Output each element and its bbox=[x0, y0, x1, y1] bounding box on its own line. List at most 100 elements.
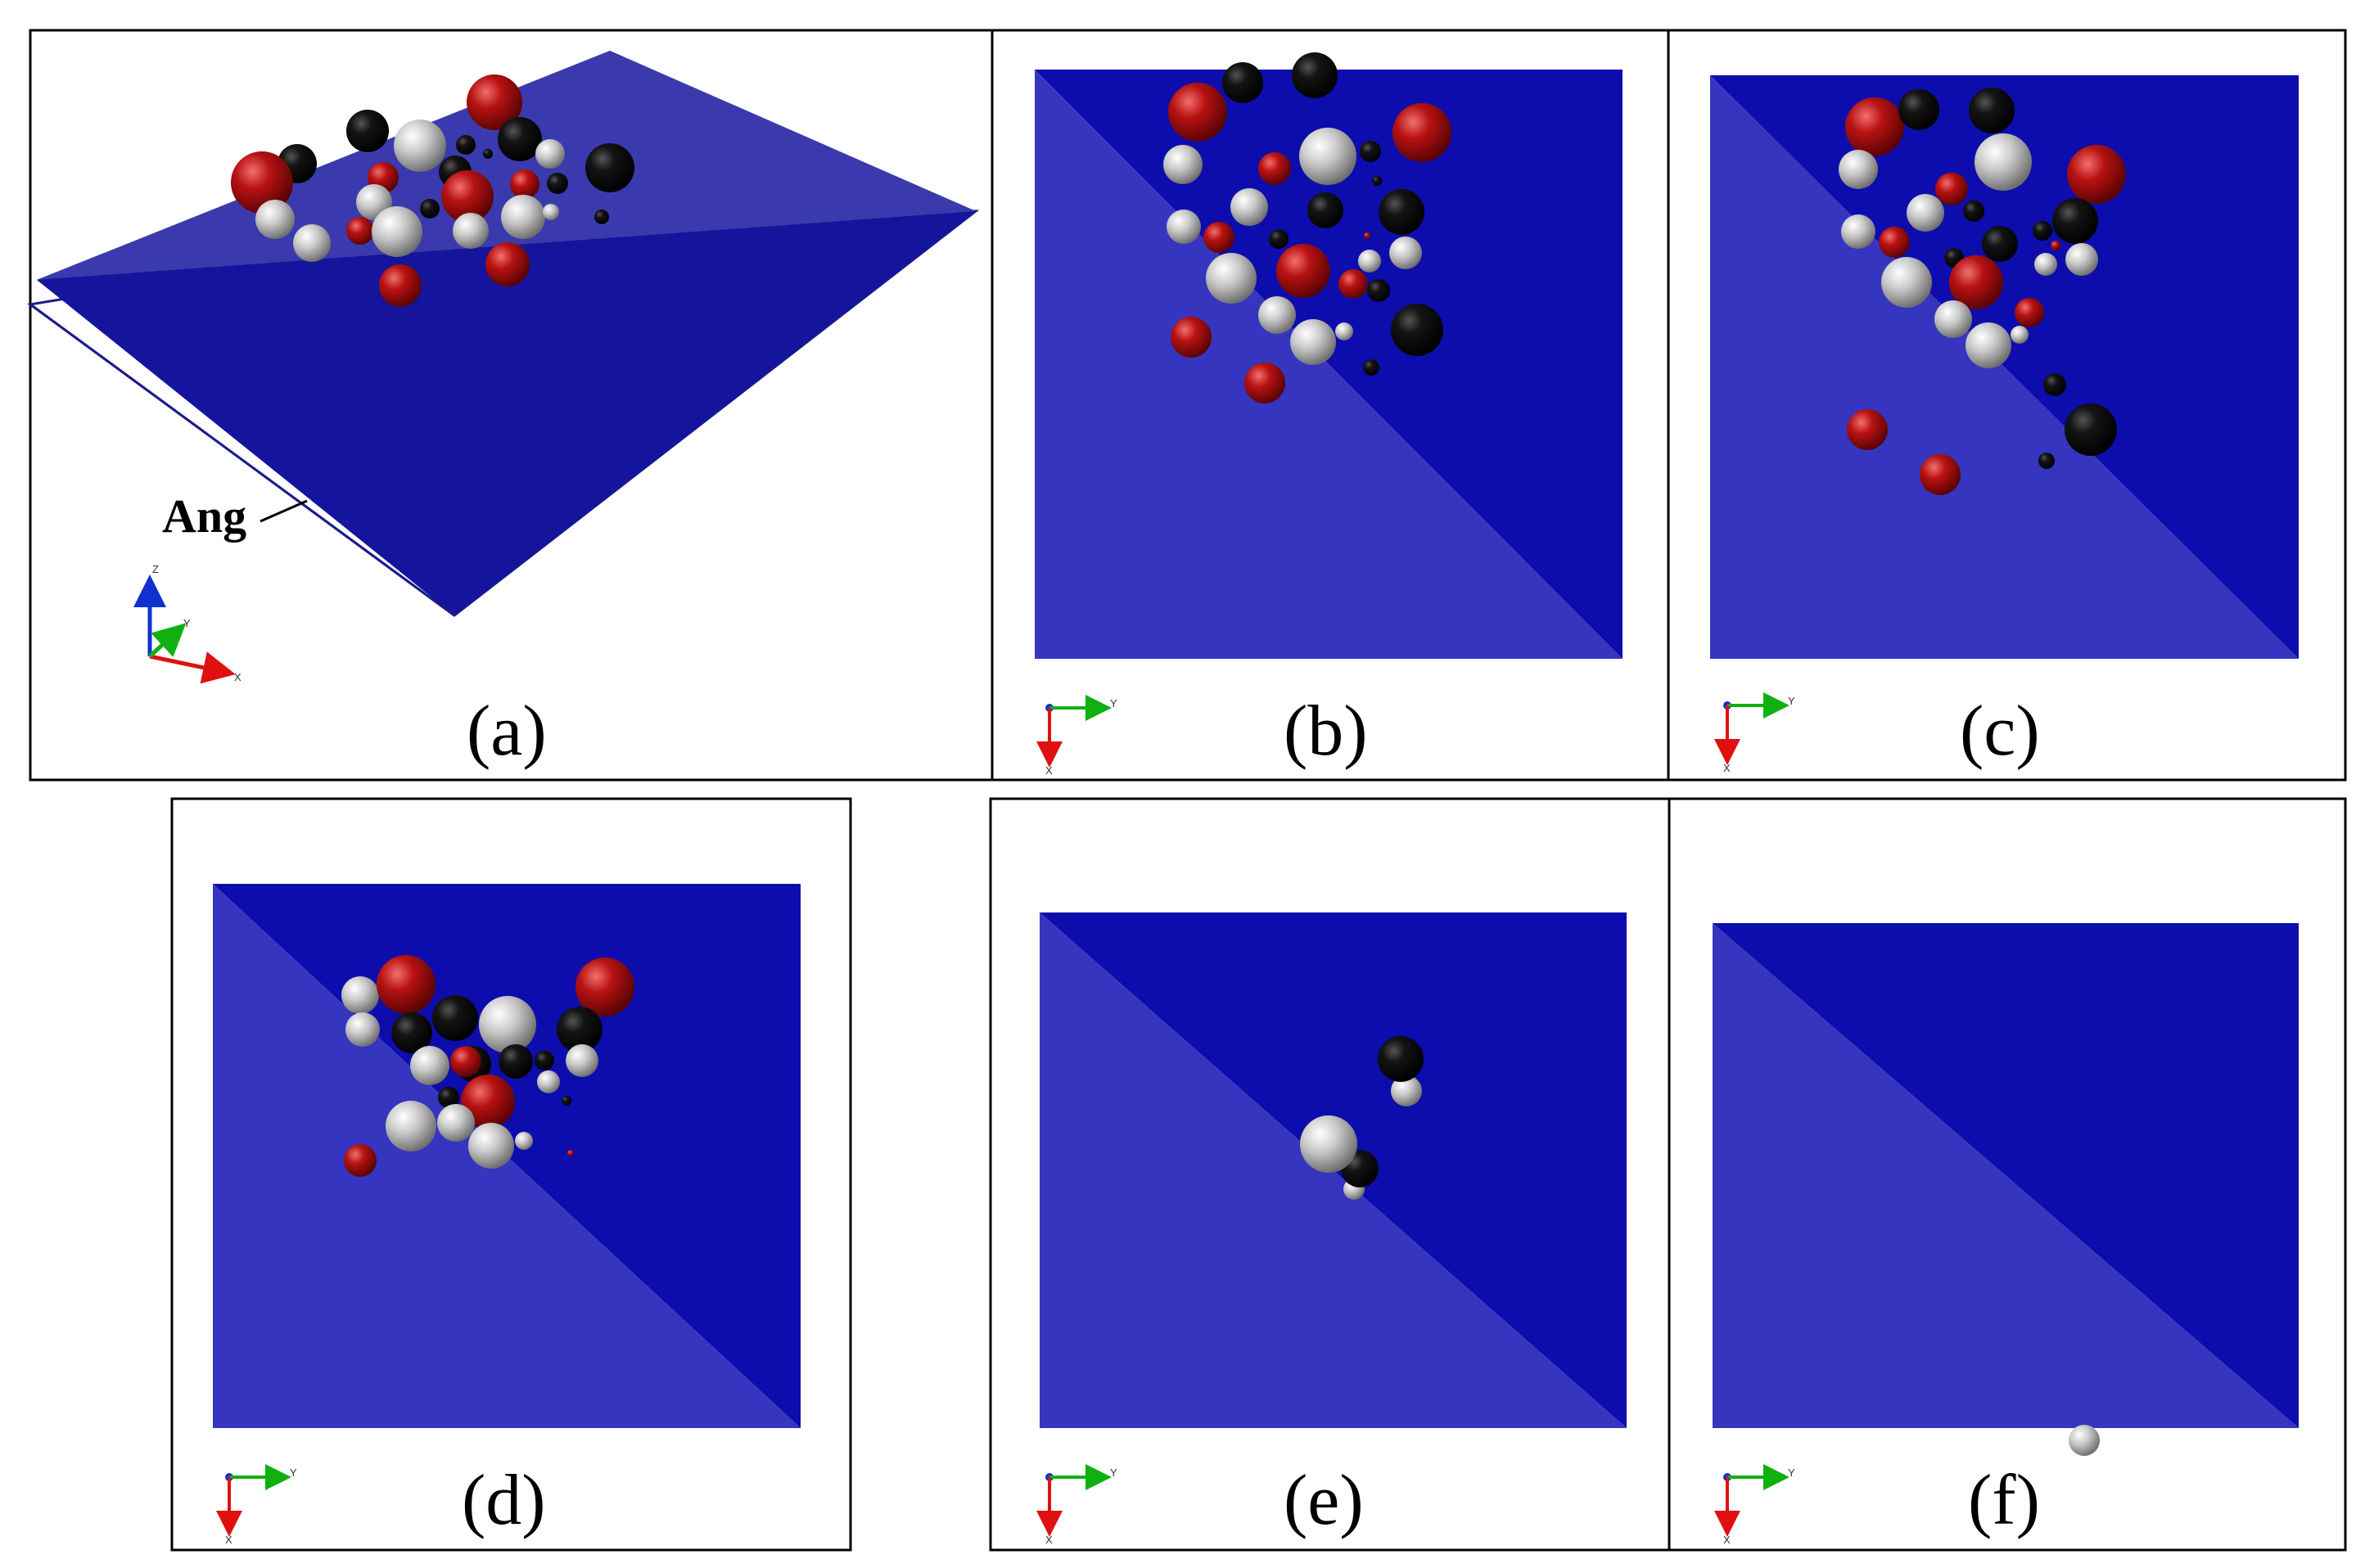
sphere-red bbox=[1392, 103, 1451, 162]
sphere-gray bbox=[535, 139, 565, 169]
axes-indicator-d: Y X bbox=[216, 1464, 297, 1546]
sphere-cluster-d bbox=[341, 955, 634, 1177]
sphere-gray bbox=[2011, 326, 2029, 344]
sphere-black bbox=[1292, 52, 1338, 98]
sphere-red bbox=[2015, 298, 2044, 327]
x-axis-letter: X bbox=[1045, 764, 1053, 777]
panel-f: Y X (f) bbox=[1668, 797, 2347, 1552]
sphere-black bbox=[456, 135, 476, 155]
sphere-red bbox=[1949, 255, 2003, 309]
sphere-gray bbox=[1230, 188, 1268, 226]
sphere-red bbox=[1879, 227, 1910, 258]
sphere-black bbox=[498, 117, 542, 161]
sphere-black bbox=[1307, 192, 1343, 228]
plane-edge bbox=[29, 303, 455, 617]
axes-indicator-e: Y X bbox=[1036, 1464, 1117, 1546]
sphere-red bbox=[1920, 454, 1961, 495]
sphere-black bbox=[1963, 201, 1984, 222]
panel-e: Y X (e) bbox=[989, 797, 1671, 1552]
sphere-gray bbox=[1391, 1075, 1422, 1106]
sphere-black bbox=[1360, 141, 1381, 162]
sphere-black bbox=[1898, 89, 1939, 130]
sphere-gray bbox=[1206, 253, 1257, 304]
sphere-gray bbox=[386, 1101, 436, 1151]
sphere-black bbox=[535, 1051, 554, 1070]
sphere-red bbox=[567, 1150, 574, 1156]
sphere-black bbox=[1378, 1036, 1424, 1082]
panel-caption: (b) bbox=[1284, 692, 1368, 771]
y-axis-letter: Y bbox=[1110, 697, 1117, 710]
sphere-black bbox=[432, 995, 478, 1041]
sphere-red bbox=[461, 1075, 515, 1129]
sphere-red bbox=[1168, 83, 1227, 142]
sphere-cluster-e bbox=[1300, 1036, 1424, 1200]
x-axis-arrow bbox=[149, 651, 236, 684]
ang-leader-line bbox=[260, 499, 308, 523]
sphere-red bbox=[344, 1144, 377, 1177]
sphere-gray bbox=[1290, 319, 1336, 365]
sphere-gray bbox=[372, 206, 422, 257]
sphere-red bbox=[467, 74, 522, 130]
angle-label: Ang bbox=[162, 489, 246, 543]
sphere-black bbox=[547, 173, 568, 194]
sphere-black bbox=[594, 210, 609, 224]
sphere-red bbox=[231, 151, 293, 214]
sphere-black bbox=[499, 1044, 533, 1079]
sphere-gray bbox=[293, 224, 331, 262]
sphere-red bbox=[485, 242, 530, 286]
sphere-black bbox=[1372, 176, 1382, 186]
sphere-black bbox=[1269, 229, 1289, 249]
panel-caption: (d) bbox=[462, 1461, 546, 1540]
sphere-gray bbox=[255, 200, 295, 239]
sphere-gray bbox=[537, 1070, 560, 1093]
y-axis-letter: Y bbox=[1110, 1467, 1117, 1479]
sphere-gray bbox=[1300, 1115, 1357, 1173]
sphere-red bbox=[575, 957, 634, 1016]
sphere-gray bbox=[1335, 322, 1353, 340]
sphere-red bbox=[450, 1046, 481, 1077]
y-axis-letter: Y bbox=[290, 1467, 297, 1479]
sphere-black bbox=[1367, 279, 1390, 302]
x-axis-letter: X bbox=[1045, 1534, 1053, 1546]
sphere-gray bbox=[2034, 253, 2057, 276]
sphere-gray bbox=[453, 213, 489, 249]
panel-d: Y X (d) bbox=[170, 797, 852, 1552]
sphere-red bbox=[1364, 232, 1370, 239]
panel-b: Y X (b) bbox=[991, 29, 1670, 782]
y-axis-letter: Y bbox=[1788, 695, 1795, 707]
x-axis-letter: X bbox=[1723, 762, 1731, 774]
sphere-gray bbox=[1258, 296, 1296, 334]
sphere-red bbox=[1845, 97, 1904, 156]
sphere-black bbox=[1391, 304, 1443, 356]
y-axis-letter: Y bbox=[183, 617, 191, 629]
panel-caption: (e) bbox=[1284, 1461, 1364, 1540]
sphere-gray bbox=[394, 119, 446, 172]
sphere-red bbox=[1171, 317, 1212, 358]
axes-indicator-b: Y X bbox=[1036, 695, 1117, 777]
panel-c: Y X (c) bbox=[1667, 29, 2347, 782]
sphere-gray bbox=[1839, 150, 1878, 189]
sphere-black bbox=[562, 1096, 571, 1106]
sphere-black bbox=[2043, 373, 2066, 396]
sphere-gray bbox=[515, 1132, 533, 1150]
axes-indicator-a: Z X Y bbox=[133, 563, 241, 684]
z-axis-letter: Z bbox=[152, 563, 159, 575]
sphere-gray bbox=[1881, 257, 1932, 308]
sphere-gray bbox=[543, 204, 559, 220]
sphere-gray bbox=[468, 1123, 514, 1169]
sphere-gray bbox=[1389, 237, 1422, 269]
panel-caption: (f) bbox=[1968, 1461, 2040, 1540]
sphere-red bbox=[346, 217, 374, 245]
sphere-red bbox=[377, 955, 436, 1014]
sphere-black bbox=[420, 199, 440, 219]
sphere-red bbox=[2067, 145, 2126, 204]
sphere-black bbox=[346, 110, 389, 152]
y-axis-arrow bbox=[148, 623, 187, 658]
sphere-gray bbox=[345, 1012, 380, 1047]
sphere-red bbox=[1244, 363, 1285, 403]
sphere-black bbox=[557, 1007, 603, 1052]
sphere-black bbox=[2065, 403, 2117, 456]
panel-a: Ang bbox=[27, 29, 994, 782]
sphere-gray bbox=[341, 976, 379, 1014]
sphere-black bbox=[1363, 359, 1379, 376]
